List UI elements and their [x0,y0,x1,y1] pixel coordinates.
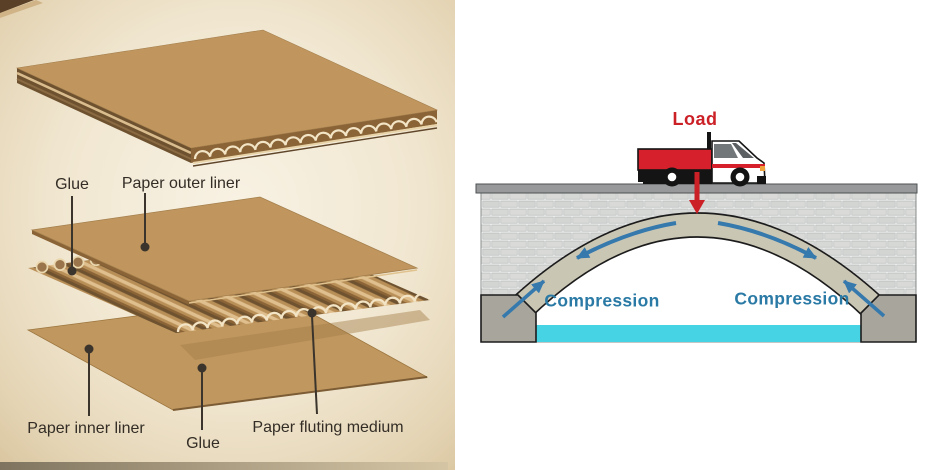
bridge-diagram-panel: Load Compression Compression [455,0,943,470]
corrugated-board-illustration [0,0,455,470]
leader-lines [71,193,318,430]
outer-liner-label: Paper outer liner [121,175,241,192]
load-arrow-icon [689,172,705,214]
water [536,325,861,342]
assembled-cardboard-sheet [15,29,439,167]
compression-arrow-upper-right [717,221,817,260]
leader-dots [67,242,317,373]
compression-right-label: Compression [734,288,850,309]
compression-arrows [501,221,886,319]
exploded-layers [26,196,431,411]
flute-cross-section-arcs [193,115,438,160]
abutment-left [480,294,537,343]
inner-liner-label: Paper inner liner [27,420,145,437]
fluting-medium-label: Paper fluting medium [252,419,404,436]
arch-bridge-illustration [475,132,918,343]
cardboard-diagram-panel: Glue Paper outer liner Paper inner liner… [0,0,455,470]
compression-arrow-lower-left [501,279,546,319]
glue-top-label: Glue [55,176,89,193]
truck-icon [637,132,766,187]
load-label: Load [672,109,718,129]
glue-bottom-label: Glue [186,435,220,452]
compression-arrow-lower-right [842,279,886,318]
compression-left-label: Compression [544,290,660,311]
corner-wedge-decoration [0,0,43,18]
bottom-edge-strip [0,462,448,470]
compression-arrow-upper-left [576,221,677,260]
